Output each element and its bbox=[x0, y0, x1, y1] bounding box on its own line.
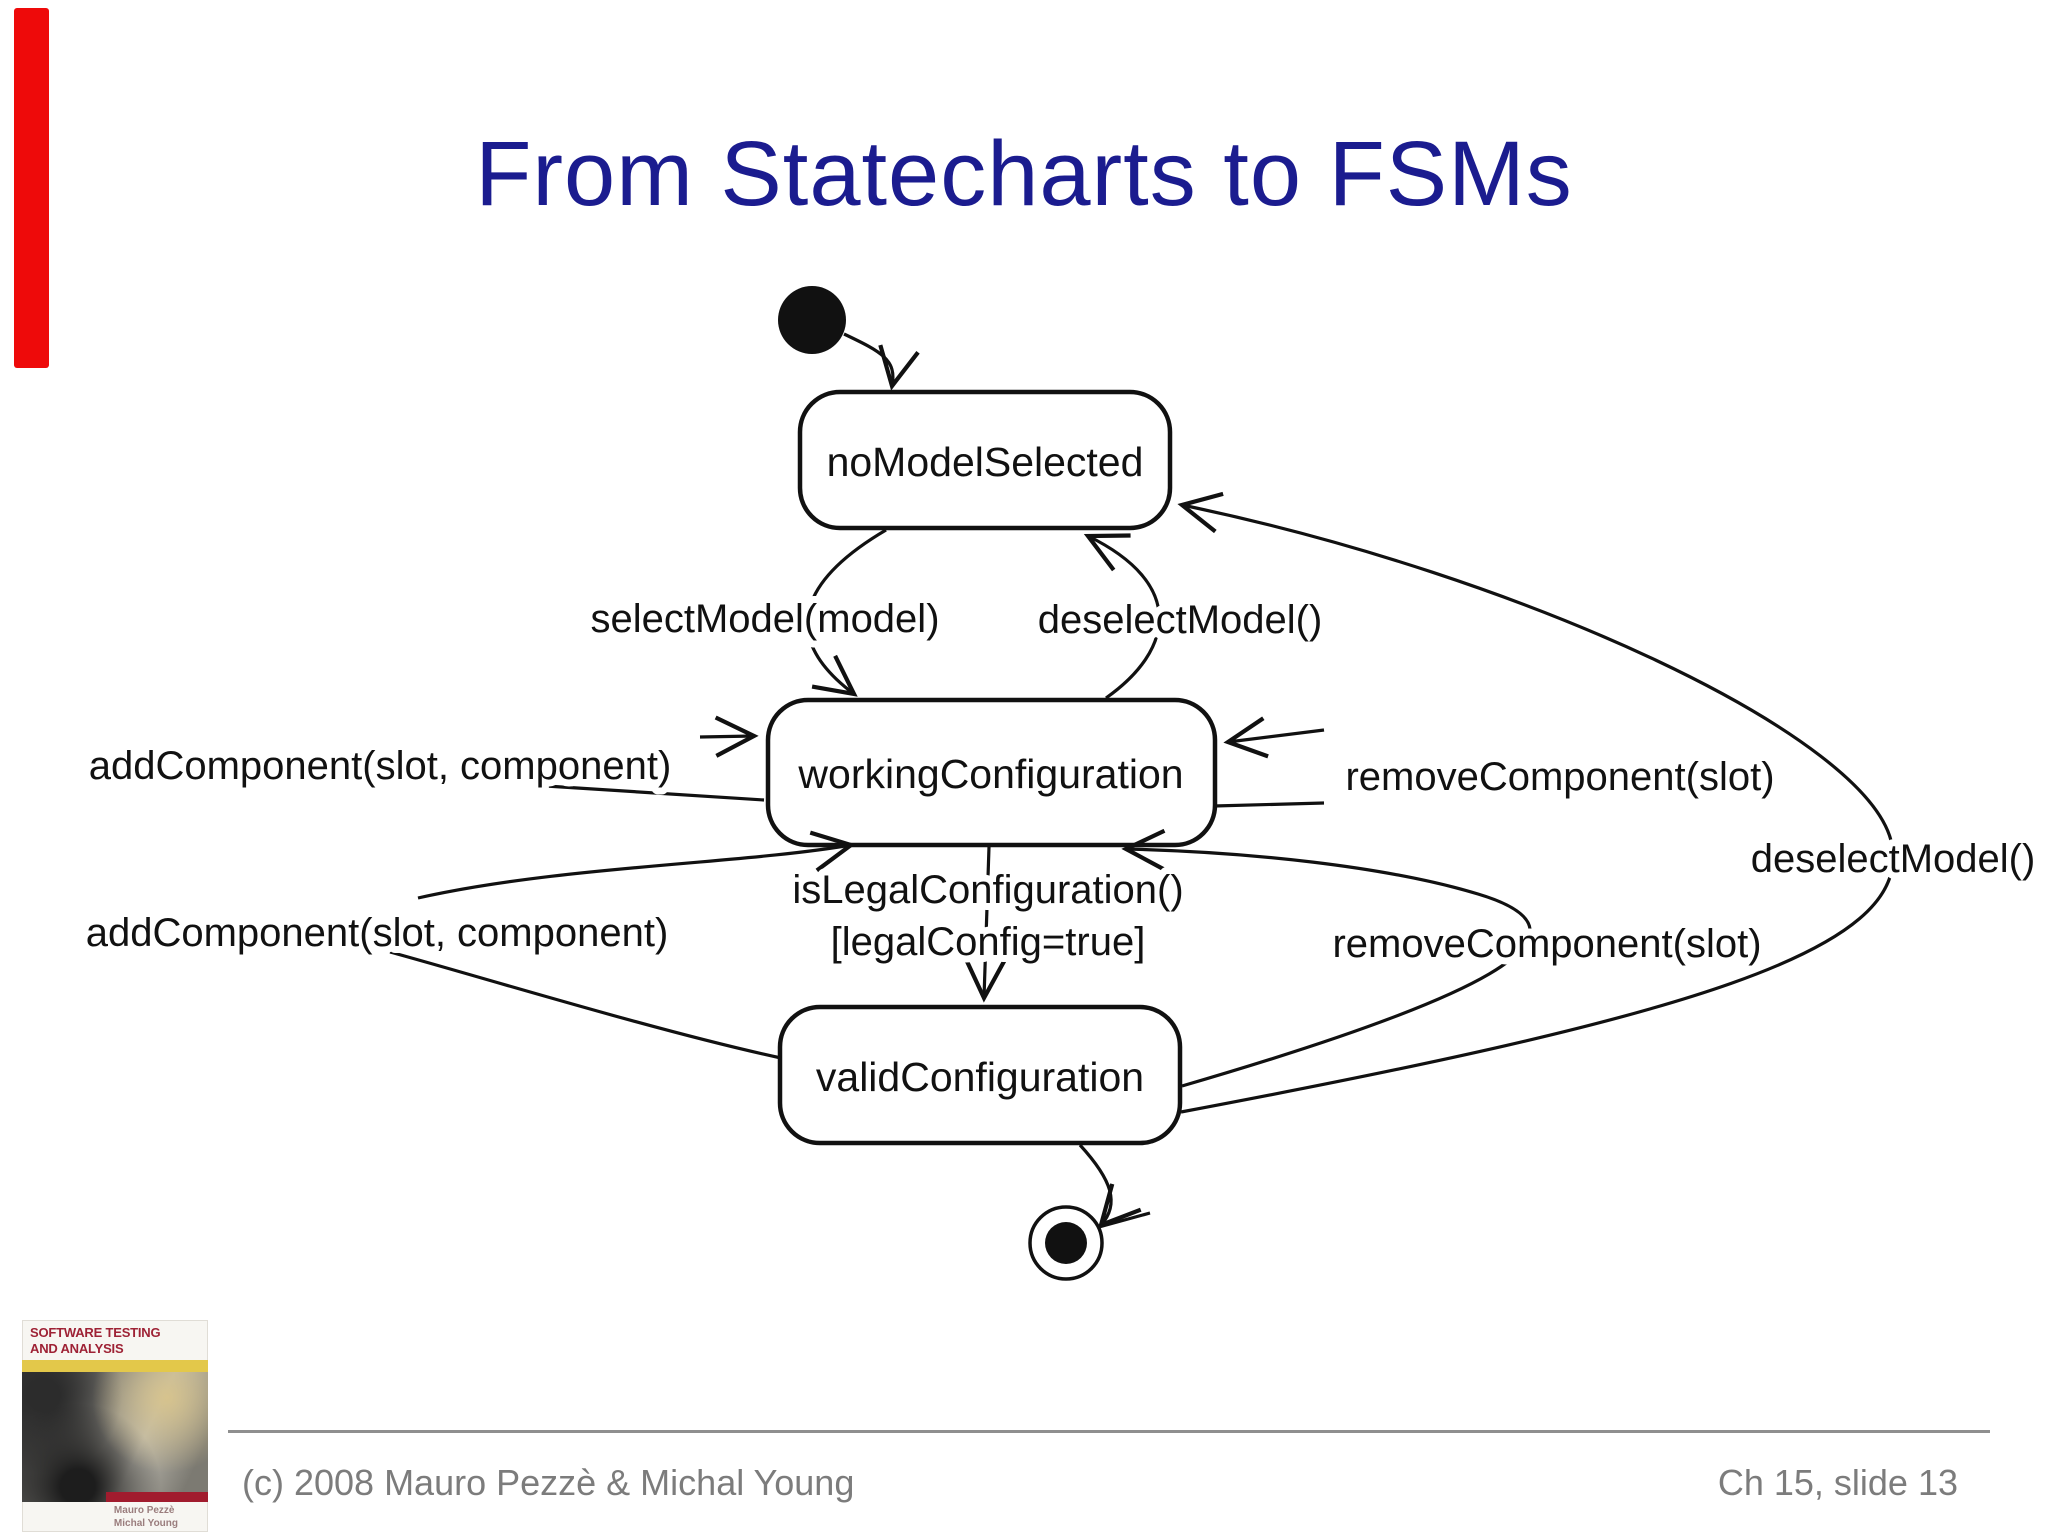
transition-remove-component-self bbox=[1213, 716, 1325, 808]
transition-is-legal-configuration bbox=[964, 846, 1007, 1003]
transition-deselect-model-top bbox=[1083, 533, 1161, 700]
footer-slide-number: Ch 15, slide 13 bbox=[1717, 1462, 1958, 1503]
footer-copyright: (c) 2008 Mauro Pezzè & Michal Young bbox=[242, 1462, 855, 1503]
label-is-legal-line1: isLegalConfiguration() bbox=[792, 868, 1183, 912]
slide-title: From Statecharts to FSMs bbox=[475, 123, 1573, 225]
book-cover-yellow-band bbox=[22, 1360, 208, 1372]
transition-add-component-self bbox=[545, 715, 765, 802]
label-valid-configuration: validConfiguration bbox=[816, 1054, 1144, 1100]
label-no-model-selected: noModelSelected bbox=[827, 439, 1144, 485]
book-cover-title: SOFTWARE TESTING AND ANALYSIS bbox=[30, 1325, 202, 1356]
label-add-component-back: addComponent(slot, component) bbox=[86, 911, 669, 955]
state-no-model-selected bbox=[797, 389, 1173, 531]
book-cover: SOFTWARE TESTING AND ANALYSIS Mauro Pezz… bbox=[22, 1320, 208, 1532]
label-select-model: selectModel(model) bbox=[590, 597, 939, 641]
transition-add-component-back bbox=[389, 830, 856, 1060]
transition-select-model bbox=[806, 528, 887, 697]
state-working-configuration bbox=[765, 697, 1218, 848]
label-remove-component-self: removeComponent(slot) bbox=[1345, 755, 1774, 799]
book-cover-title-line2: AND ANALYSIS bbox=[30, 1340, 124, 1356]
transition-valid-to-final bbox=[1078, 1143, 1151, 1229]
state-valid-configuration bbox=[777, 1004, 1183, 1146]
label-deselect-model-right: deselectModel() bbox=[1751, 837, 2036, 881]
footer-divider bbox=[228, 1430, 1990, 1433]
label-is-legal-line2: [legalConfig=true] bbox=[831, 920, 1146, 964]
label-working-configuration: workingConfiguration bbox=[797, 751, 1183, 797]
transition-deselect-model-right bbox=[1177, 491, 1895, 1114]
label-deselect-model-top: deselectModel() bbox=[1038, 598, 1323, 642]
book-cover-title-line1: SOFTWARE TESTING bbox=[30, 1325, 161, 1340]
label-remove-component-back: removeComponent(slot) bbox=[1332, 922, 1761, 966]
red-accent-bar bbox=[14, 8, 49, 368]
initial-state-icon bbox=[778, 286, 846, 354]
final-state-icon bbox=[1028, 1205, 1104, 1281]
book-cover-red-strip bbox=[105, 1492, 208, 1502]
label-add-component-self: addComponent(slot, component) bbox=[89, 744, 672, 788]
transition-initial-to-nomodel bbox=[843, 332, 920, 391]
book-cover-authors: Mauro Pezzè Michal Young bbox=[114, 1504, 178, 1530]
transition-remove-component-back bbox=[1121, 828, 1532, 1088]
book-cover-photo bbox=[22, 1372, 208, 1502]
book-cover-author-line2: Michal Young bbox=[113, 1518, 178, 1529]
book-cover-author-line1: Mauro Pezzè bbox=[113, 1505, 175, 1516]
